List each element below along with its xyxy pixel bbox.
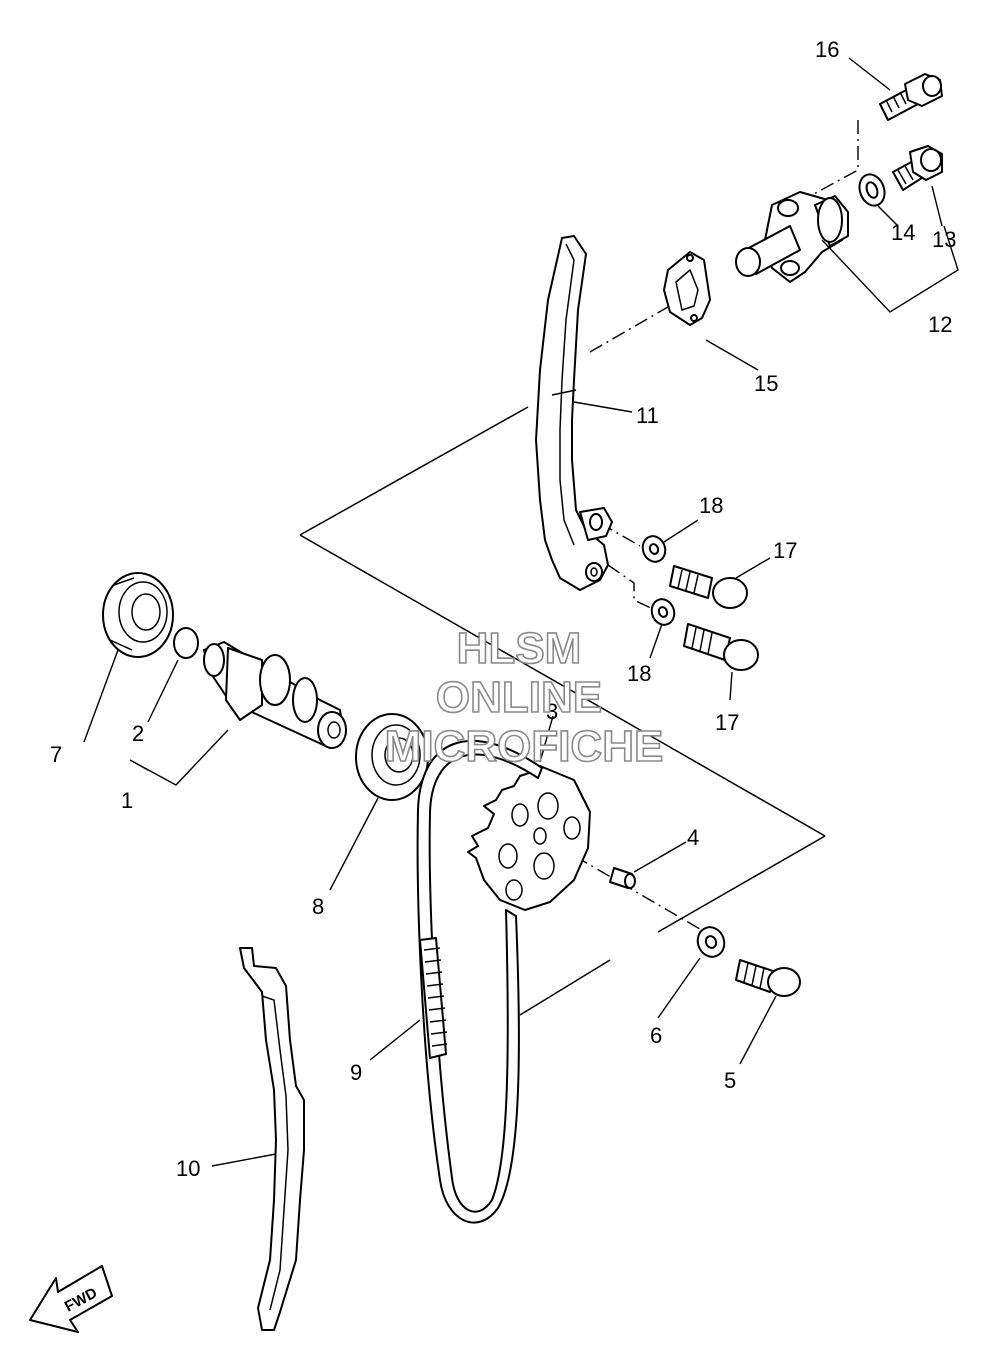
callout-2: 2 [132, 721, 144, 746]
callout-7: 7 [50, 742, 62, 767]
part-18-washer-lower [650, 598, 676, 626]
part-16-bolt [879, 73, 943, 121]
callout-13: 13 [932, 227, 956, 252]
part-8-bearing [355, 713, 429, 801]
watermark-line-2: ONLINE [436, 673, 602, 722]
callout-labels: 16 13 14 12 15 11 18 17 18 17 3 4 6 5 7 … [50, 37, 956, 1181]
watermark-line-3: MICROFICHE [385, 722, 664, 771]
callout-4: 4 [687, 825, 699, 850]
callout-8: 8 [312, 894, 324, 919]
part-5-bolt [735, 959, 801, 997]
callout-17-lower: 17 [715, 710, 739, 735]
part-1-camshaft [203, 641, 347, 749]
part-7-bearing [102, 572, 174, 658]
watermark: HLSM ONLINE MICROFICHE [384, 623, 664, 772]
callout-16: 16 [815, 37, 839, 62]
part-11-chain-guide-tensioner [535, 235, 613, 591]
part-6-washer [696, 926, 726, 958]
part-12-chain-tensioner [735, 191, 849, 283]
callout-18-upper: 18 [699, 493, 723, 518]
watermark-line-1: HLSM [457, 624, 582, 673]
callout-14: 14 [891, 220, 915, 245]
part-15-gasket [663, 251, 711, 326]
part-17-bolt-upper [669, 565, 748, 609]
callout-1: 1 [121, 788, 133, 813]
fwd-arrow-icon: FWD [29, 1265, 113, 1333]
callout-3: 3 [546, 699, 558, 724]
callout-5: 5 [724, 1068, 736, 1093]
callout-leader-lines [83, 57, 959, 1167]
part-10-chain-guide [239, 947, 305, 1331]
callout-9: 9 [350, 1060, 362, 1085]
part-18-washer-upper [641, 535, 667, 563]
callout-12: 12 [928, 312, 952, 337]
callout-11: 11 [636, 403, 659, 428]
assembly-plane-outline [299, 406, 826, 1016]
part-9-timing-chain [416, 740, 543, 1224]
callout-17-upper: 17 [773, 538, 797, 563]
part-17-bolt-lower [683, 623, 759, 671]
part-3-cam-sprocket [467, 765, 591, 911]
callout-6: 6 [650, 1023, 662, 1048]
part-2-o-ring [173, 627, 199, 659]
part-4-dowel-pin [609, 867, 636, 889]
callout-10: 10 [176, 1156, 200, 1181]
callout-15: 15 [754, 371, 778, 396]
part-13-plug-bolt [892, 145, 943, 191]
callout-18-lower: 18 [627, 661, 651, 686]
part-14-washer [858, 173, 886, 207]
